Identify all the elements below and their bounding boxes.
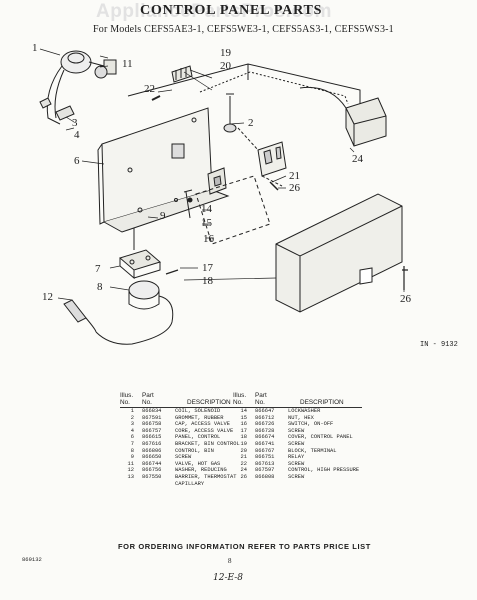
wire-harness-top [199,71,349,105]
header-illus: Illus. [233,392,247,399]
callout-14: 14 [201,203,212,215]
callout-3: 3 [72,117,78,129]
callout-22: 22 [144,83,155,95]
callout-26-cover: 26 [400,293,411,305]
handwritten-note: 12-E-8 [213,573,243,583]
callout-17: 17 [202,262,213,274]
header-part: Part [255,392,267,399]
header-illus: Illus. [120,392,134,399]
header-part-no: No. [255,399,288,408]
switch-bracket [195,175,271,245]
callout-2: 2 [248,117,254,129]
callout-11: 11 [122,58,133,70]
callout-8: 8 [97,281,103,293]
callout-18: 18 [202,275,213,287]
models-line: For Models CEFS5AE3-1, CEFS5WE3-1, CEFS5… [93,24,394,35]
callout-6: 6 [74,155,80,167]
page-title: CONTROL PANEL PARTS [140,3,323,18]
callout-24: 24 [352,153,363,165]
header-no: No. [120,399,142,408]
doc-code: 869132 [22,556,42,563]
callout-26-relay: 26 [289,182,300,194]
page-number: 8 [228,557,232,565]
callout-7: 7 [95,263,101,275]
callout-4: 4 [74,129,80,141]
header-description: DESCRIPTION [175,399,243,408]
panel-slot [171,143,185,159]
callout-9: 9 [160,210,166,222]
header-part: Part [142,392,154,399]
high-pressure-control [345,97,387,147]
callout-16: 16 [203,233,214,245]
bin-control [128,280,160,300]
header-no: No. [233,399,255,408]
hot-gas-valve [94,65,108,79]
header-description: DESCRIPTION [288,399,363,408]
table-row: CAPILLARY [175,480,205,487]
callout-19: 19 [220,47,231,59]
terminal-block [171,65,193,83]
callout-21: 21 [289,170,300,182]
header-part-no: No. [142,399,175,408]
rear-frame [127,63,361,111]
bin-control-bracket [118,249,162,271]
exploded-parts-diagram [39,48,408,345]
callout-15: 15 [201,217,212,229]
solenoid-coil [60,50,92,74]
ordering-footer: FOR ORDERING INFORMATION REFER TO PARTS … [118,542,371,551]
callout-20: 20 [220,60,231,72]
callout-1: 1 [32,42,38,54]
figure-code: IN - 9132 [420,341,458,349]
control-panel-cover [275,193,403,313]
callout-12: 12 [42,291,53,303]
